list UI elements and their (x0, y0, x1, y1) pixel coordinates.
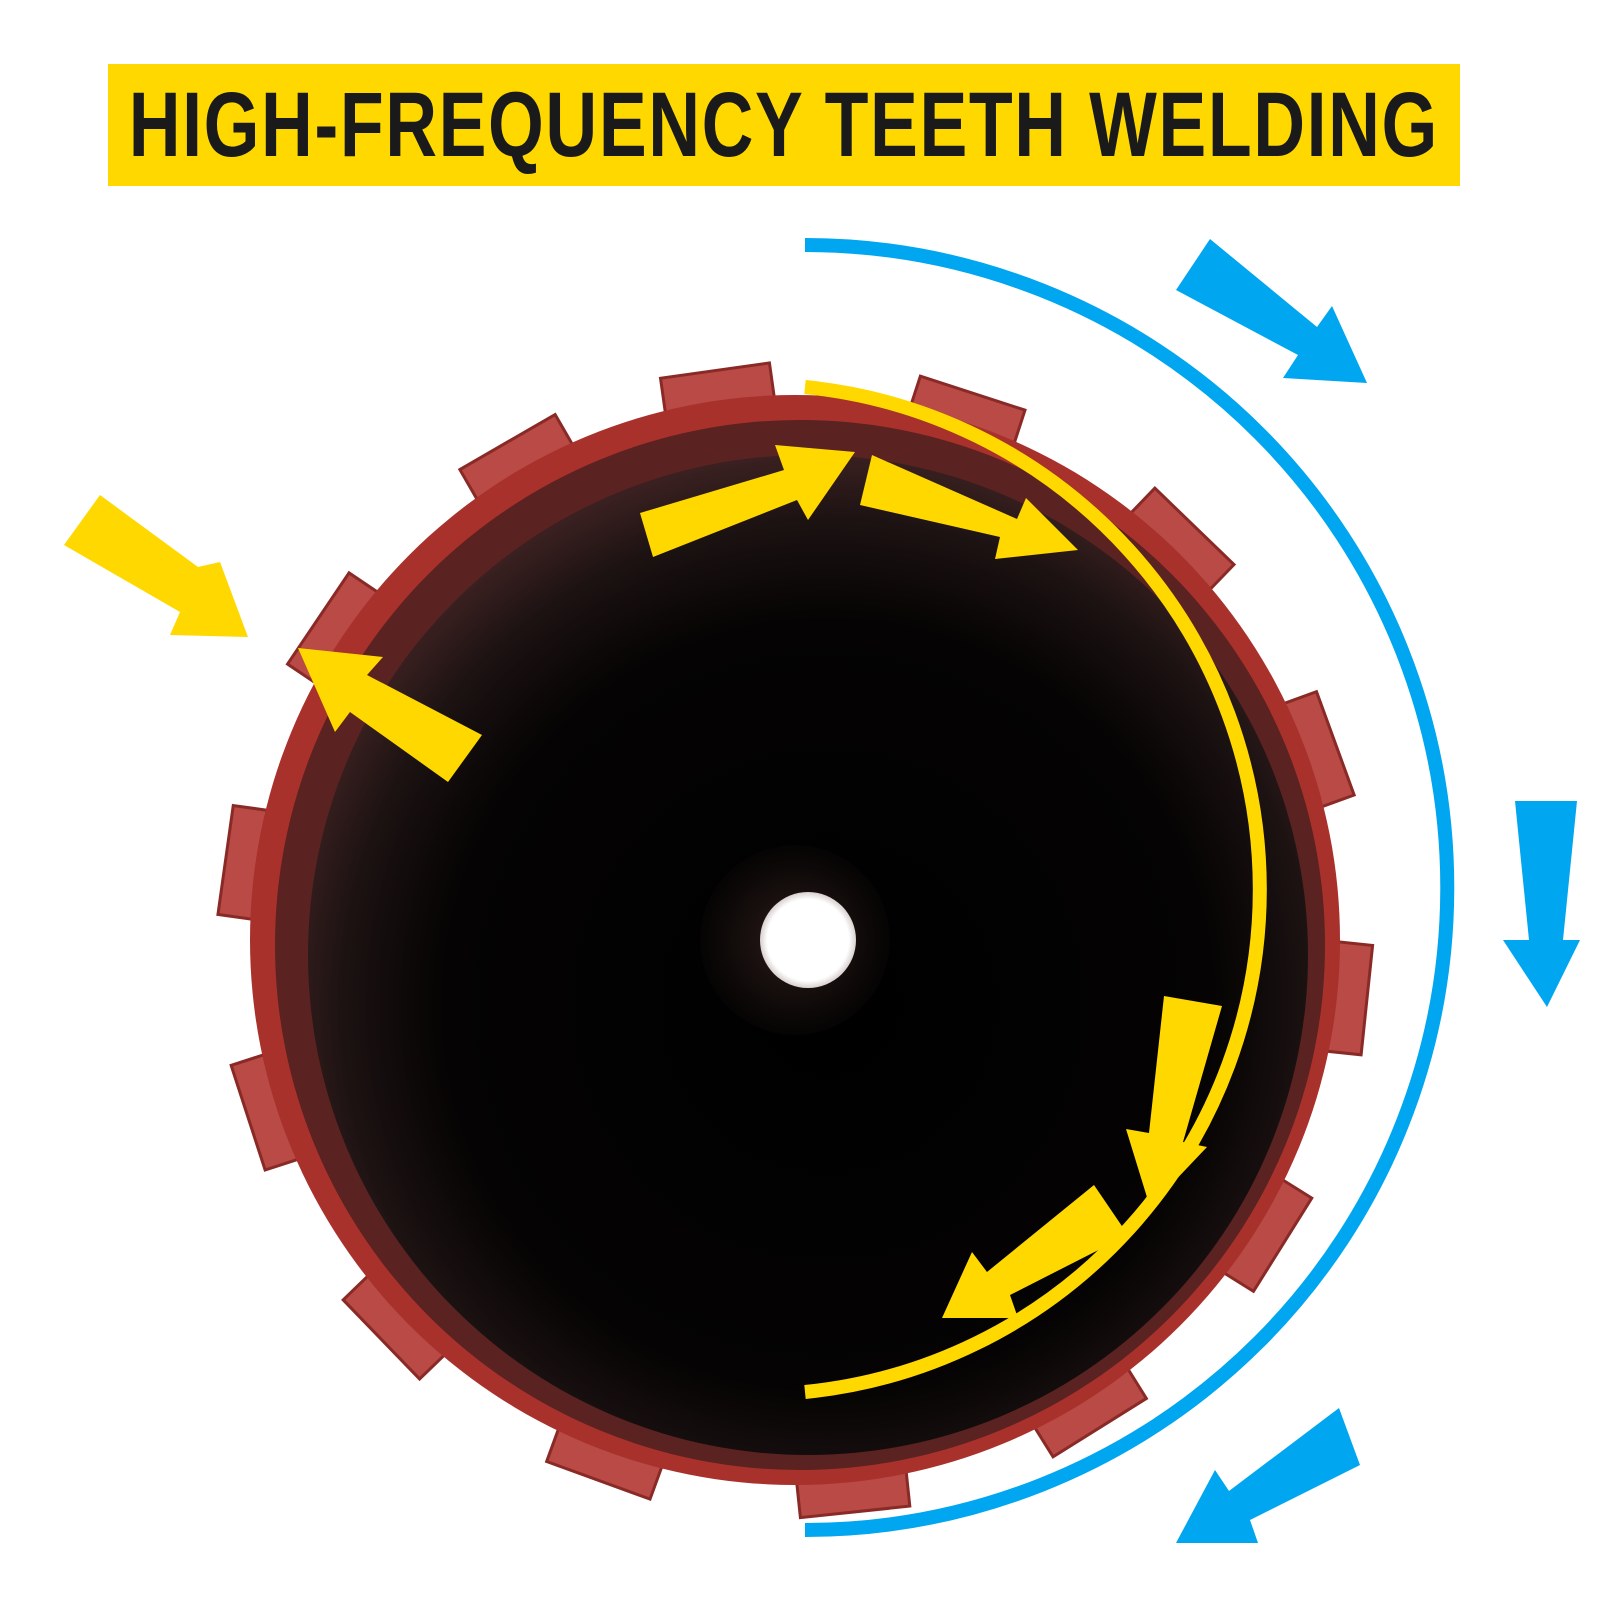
rotation-arrow-down-left-icon (1176, 1408, 1360, 1543)
drill-bit (216, 361, 1375, 1520)
arrow-down-left-icon (942, 1185, 1128, 1318)
rotation-arrow-down-right-icon (1176, 239, 1367, 383)
arrow-down-icon (1126, 996, 1222, 1207)
yellow-arrows (64, 445, 1222, 1318)
rotation-arc (804, 238, 1455, 1537)
title-banner: HIGH-FREQUENCY TEETH WELDING (108, 64, 1460, 186)
arrow-right-icon (860, 455, 1078, 559)
rotation-arrow-down-icon (1503, 801, 1580, 1007)
weld-seam-arc (804, 380, 1267, 1399)
arrow-up-right-icon (640, 445, 855, 557)
banner-title: HIGH-FREQUENCY TEETH WELDING (128, 74, 1440, 176)
center-hole (760, 892, 856, 988)
blue-arrows (1176, 239, 1580, 1543)
arrow-up-left-icon (298, 648, 482, 782)
arrow-down-right-icon (64, 495, 248, 637)
